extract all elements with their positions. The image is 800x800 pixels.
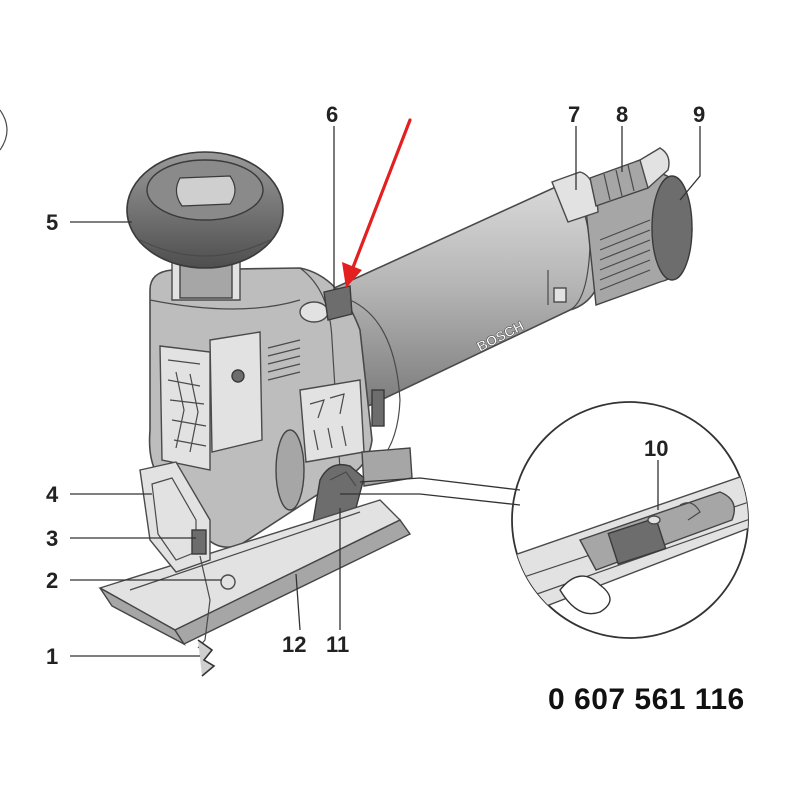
detail-magnifier <box>340 401 749 639</box>
edge-fragment <box>0 109 8 151</box>
callout-12: 12 <box>282 632 306 657</box>
callout-4: 4 <box>46 482 59 507</box>
callout-5: 5 <box>46 210 58 235</box>
vent-panel <box>209 331 263 453</box>
dial-cap <box>299 301 329 323</box>
callout-9: 9 <box>693 102 705 127</box>
callout-6: 6 <box>326 102 338 127</box>
callout-8: 8 <box>616 102 628 127</box>
pendulum-label-plate <box>299 379 365 463</box>
leader-lines <box>70 126 701 657</box>
base-plate <box>98 499 412 646</box>
callout-labels: 5 6 7 8 9 10 4 3 2 1 12 11 <box>46 102 705 669</box>
rear-cap <box>584 171 693 306</box>
knob-assembly <box>126 151 284 301</box>
callout-7: 7 <box>568 102 580 127</box>
gear-housing <box>148 267 401 548</box>
callout-2: 2 <box>46 568 58 593</box>
bosch-small-logo-icon <box>553 287 567 303</box>
hose-connector <box>551 147 670 223</box>
callout-11: 11 <box>326 632 349 657</box>
red-arrow <box>342 118 412 288</box>
callout-10: 10 <box>644 436 668 461</box>
saw-blade <box>197 639 216 677</box>
speed-dial <box>323 285 353 321</box>
part-number: 0 607 561 116 <box>548 683 745 716</box>
callout-1: 1 <box>46 644 58 669</box>
callout-3: 3 <box>46 526 58 551</box>
blade-holder <box>139 461 236 677</box>
